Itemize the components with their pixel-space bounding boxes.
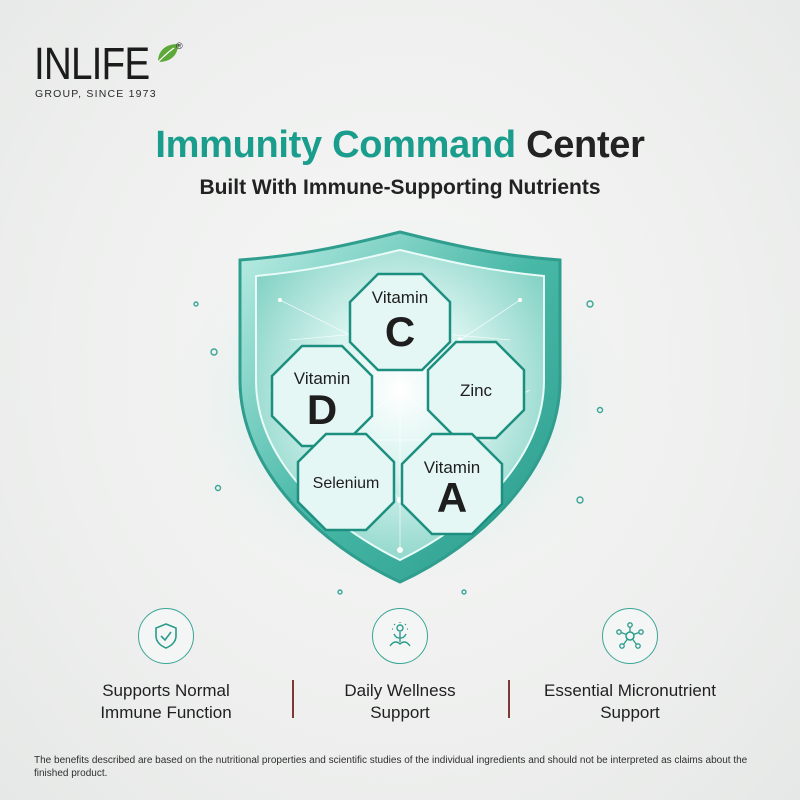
feature-text: Supports Normal Immune Function (100, 681, 232, 722)
nutrient-zinc: Zinc (426, 340, 526, 440)
sparkle-dots (193, 300, 604, 595)
nutrient-selenium: Selenium (296, 432, 396, 532)
page-subtitle: Built With Immune-Supporting Nutrients (199, 176, 601, 199)
feature-text: Daily Wellness Support (344, 681, 456, 722)
feature-row: Supports Normal Immune Function Daily We… (0, 608, 800, 738)
nutrient-label: Zinc (460, 381, 493, 400)
nutrient-label: Selenium (313, 475, 380, 492)
nutrient-label: Vitamin (372, 288, 428, 307)
shield-check-icon (138, 608, 194, 664)
nutrient-letter: C (385, 308, 415, 355)
nutrient-vitamin-d: Vitamin D (270, 344, 374, 448)
disclaimer-text: The benefits described are based on the … (34, 755, 748, 779)
feature-divider (292, 680, 294, 718)
feature-immune-function: Supports Normal Immune Function (66, 608, 266, 724)
wellness-person-icon (372, 608, 428, 664)
nutrient-label: Vitamin (424, 458, 480, 477)
feature-daily-wellness: Daily Wellness Support (300, 608, 500, 724)
title-accent: Immunity Command (155, 124, 516, 166)
feature-micronutrient: Essential Micronutrient Support (530, 608, 730, 724)
nutrient-letter: A (437, 474, 467, 521)
feature-text: Essential Micronutrient Support (544, 681, 716, 722)
registered-mark: ® (176, 41, 183, 51)
nutrient-label: Vitamin (294, 369, 350, 388)
immunity-shield: Vitamin C Vitamin D Zinc Selenium Vitami… (170, 220, 630, 595)
nutrient-vitamin-a: Vitamin A (400, 432, 504, 536)
brand-logo: INLIFE ® GROUP, SINCE 1973 (34, 40, 194, 104)
nutrient-letter: D (307, 386, 337, 433)
feature-divider (508, 680, 510, 718)
nutrient-vitamin-c: Vitamin C (348, 272, 452, 372)
page-title: Immunity Command Center (0, 122, 800, 168)
brand-tagline: GROUP, SINCE 1973 (35, 88, 157, 100)
title-rest: Center (526, 124, 645, 166)
leaf-icon (157, 44, 178, 63)
molecule-icon (602, 608, 658, 664)
brand-name: INLIFE (34, 38, 150, 89)
